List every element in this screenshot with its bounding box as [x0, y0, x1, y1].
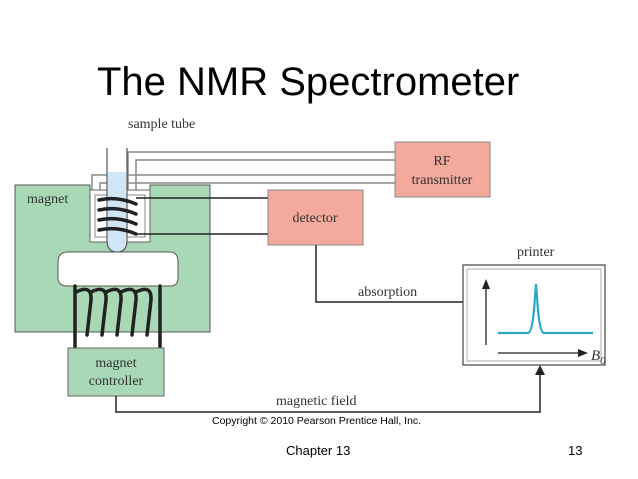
absorption-arrow [315, 245, 468, 303]
absorption-label: absorption [358, 285, 417, 300]
page-number: 13 [568, 443, 583, 458]
b0-label: B0 [591, 348, 606, 367]
rf-transmitter-label-line1: RF [433, 154, 450, 169]
rf-transmitter-box [394, 141, 491, 198]
footer-chapter: Chapter 13 [286, 443, 351, 458]
sample-tube-label: sample tube [128, 117, 195, 132]
magnet-label: magnet [27, 192, 68, 207]
detector-label: detector [292, 211, 337, 226]
magnet-coils [73, 284, 162, 350]
nmr-signal-peak [498, 283, 593, 335]
detector-wires [136, 197, 268, 235]
rf-coil [97, 196, 138, 236]
detector-box [267, 189, 364, 246]
printer-axes [485, 286, 580, 354]
magnet-controller-label-line1: magnet [95, 356, 136, 371]
copyright-notice: Copyright © 2010 Pearson Prentice Hall, … [212, 415, 422, 427]
rf-transmitter-label-line2: transmitter [412, 173, 473, 188]
printer-label: printer [517, 245, 555, 260]
magnetic-field-label: magnetic field [276, 394, 356, 409]
magnetic-field-line [115, 372, 541, 413]
magnet-controller-label-line2: controller [89, 374, 144, 389]
slide-title: The NMR Spectrometer [97, 60, 520, 104]
